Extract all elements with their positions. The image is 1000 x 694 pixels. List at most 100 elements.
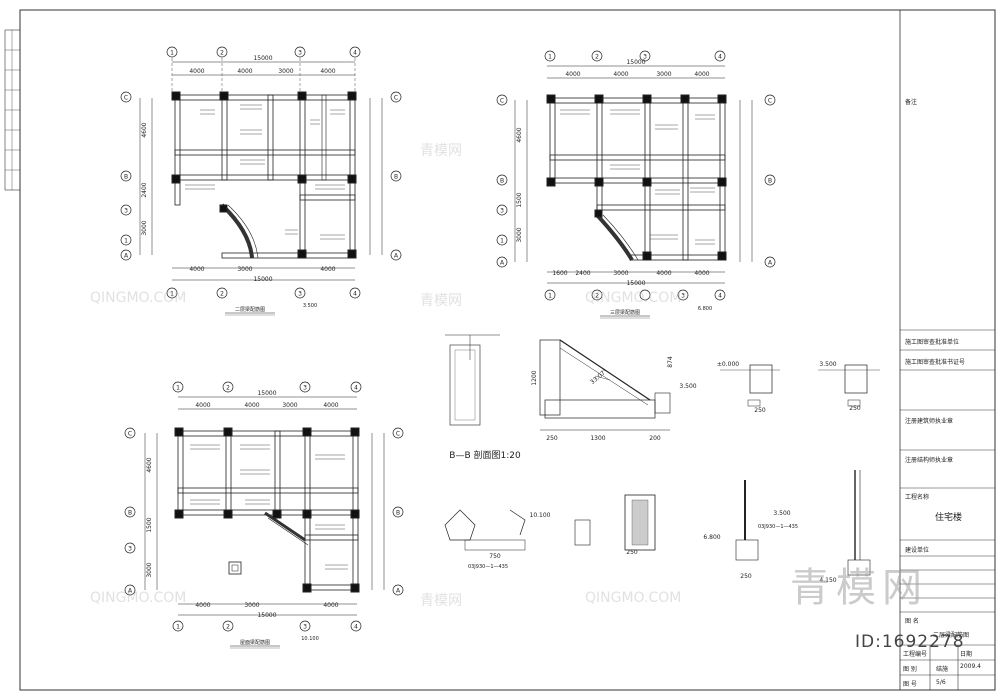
- plan-3-dim-bot-c: 3000: [613, 270, 628, 277]
- section-bb-labels: B—B 剖面图1:20 250 1300 200 1200 874 3.500 …: [449, 356, 696, 461]
- plan-2-scale: 3.500: [303, 303, 317, 309]
- watermark-cn-3: 青模网: [420, 143, 462, 159]
- watermark-id: ID:1692278: [855, 632, 965, 652]
- plan-2-dim-left-a: 4600: [141, 122, 148, 137]
- title-block-lines: [900, 329, 995, 690]
- project-name-label: 工程名称: [905, 494, 930, 501]
- section-dim-1200: 1200: [531, 370, 538, 385]
- plan-2-grid-1l: 1: [124, 238, 128, 245]
- section-dim-250: 250: [546, 435, 558, 442]
- roof-dim-a: 4000: [195, 402, 210, 409]
- project-name: 住宅楼: [935, 513, 963, 523]
- roof-scale: 10.100: [301, 636, 319, 642]
- plan-2-dim-bot-total: 15000: [253, 276, 272, 283]
- plan-3-drawing: [496, 50, 776, 319]
- detail-ref-1: 03J930—1—435: [758, 524, 798, 530]
- details-labels: ±0.000 3.500 10.100 6.800 3.500 4.150 25…: [468, 361, 861, 584]
- plan-3-labels: 1 2 3 4 1 2 3 4 C B 3 1 A C B A 15000 40…: [500, 54, 773, 317]
- client-label: 建设单位: [905, 547, 930, 554]
- plan-2-grid-c-r: C: [394, 95, 398, 102]
- plan-2-grid-b-r: B: [394, 174, 398, 181]
- detail-level-0: ±0.000: [717, 361, 739, 368]
- watermark-site-4: QINGMO.COM: [585, 590, 682, 606]
- architect-seal-label: 注册建筑师执业章: [905, 418, 954, 425]
- plan-2-dim-a: 4000: [189, 68, 204, 75]
- plan-3-dim-bot-e: 4000: [694, 270, 709, 277]
- roof-grid-b-r: B: [396, 510, 400, 517]
- roof-dim-bot-b: 3000: [244, 602, 259, 609]
- plan-3-dim-total: 15000: [626, 59, 645, 66]
- roof-grid-3l: 3: [128, 546, 132, 553]
- section-dim-874: 874: [667, 356, 674, 368]
- plan-2-drawing: [120, 46, 402, 316]
- roof-plan-drawing: [124, 381, 404, 649]
- plan-2-grid-4b: 4: [353, 291, 357, 298]
- plan-3-grid-1: 1: [548, 54, 552, 61]
- roof-dim-left-c: 3000: [146, 562, 153, 577]
- roof-grid-c: C: [128, 431, 132, 438]
- roof-grid-a-r: A: [396, 588, 401, 595]
- plan-2-dim-bot-b: 3000: [237, 266, 252, 273]
- watermark-big: 青模网: [790, 565, 928, 611]
- roof-grid-2b: 2: [226, 624, 230, 631]
- structure-seal-label: 注册结构师执业章: [905, 457, 954, 464]
- section-dim-200: 200: [649, 435, 661, 442]
- plan-3-grid-4b: 4: [718, 293, 722, 300]
- roof-grid-1: 1: [176, 385, 180, 392]
- plan-3-dim-a: 4000: [565, 71, 580, 78]
- plan-2-grid-3: 3: [298, 50, 302, 57]
- plan-3-grid-4: 4: [718, 54, 722, 61]
- watermark-cn-1: 青模网: [420, 293, 462, 309]
- roof-dim-bot-a: 4000: [195, 602, 210, 609]
- section-angle: 33.07°: [589, 368, 609, 386]
- plan-2-labels: 1 2 3 4 1 2 3 4 C B 3 1 A C B A 15000 40…: [124, 50, 399, 314]
- plan-3-dim-c: 3000: [656, 71, 671, 78]
- drawing-name: 二层梁配筋图: [933, 632, 970, 639]
- plan-3-grid-c-r: C: [768, 98, 772, 105]
- plan-3-dim-left-b: 1500: [516, 192, 523, 207]
- section-bb-drawing: [445, 334, 671, 431]
- detail-level-3: 6.800: [703, 534, 720, 541]
- plan-2-title: 二层梁配筋图: [235, 306, 265, 313]
- roof-grid-3: 3: [303, 385, 307, 392]
- plan-2-grid-3b: 3: [298, 291, 302, 298]
- detail-dim-3: 250: [626, 549, 638, 556]
- plan-3-grid-c: C: [500, 98, 504, 105]
- plan-2-dim-d: 4000: [320, 68, 335, 75]
- plan-3-grid-b-r: B: [768, 178, 772, 185]
- remark-label: 备注: [905, 99, 918, 106]
- roof-grid-c-r: C: [396, 431, 400, 438]
- plan-3-dim-bot-d: 4000: [656, 270, 671, 277]
- plan-3-grid-b: B: [500, 178, 504, 185]
- detail-level-2: 10.100: [530, 512, 551, 519]
- plan-2-dim-c: 3000: [278, 68, 293, 75]
- detail-dim-4: 250: [740, 573, 752, 580]
- section-dim-1300: 1300: [590, 435, 605, 442]
- section-title: B—B 剖面图1:20: [449, 449, 521, 461]
- plan-3-grid-3b: 3: [681, 293, 685, 300]
- roof-plan-labels: 1 2 3 4 1 2 3 4 C B 3 A C B A 15000 4000…: [128, 385, 401, 647]
- watermark-site-1: QINGMO.COM: [90, 290, 187, 306]
- plan-3-grid-2b: 2: [595, 293, 599, 300]
- plan-3-dim-left-c: 3000: [516, 227, 523, 242]
- watermark-site-3: QINGMO.COM: [90, 590, 187, 606]
- plan-2-dim-b: 4000: [237, 68, 252, 75]
- plan-3-grid-a-r: A: [768, 260, 773, 267]
- plan-2-dim-total: 15000: [253, 55, 272, 62]
- detail-level-5: 4.150: [819, 577, 836, 584]
- date-value: 2009.4: [960, 663, 981, 670]
- roof-dim-b: 4000: [244, 402, 259, 409]
- sheet-no-label: 图 号: [903, 681, 917, 688]
- plan-3-dim-bot-total: 15000: [626, 280, 645, 287]
- plan-3-title: 三层梁配筋图: [610, 309, 640, 316]
- plan-2-grid-a-r: A: [394, 253, 399, 260]
- roof-grid-b: B: [128, 510, 132, 517]
- sheet-type-label: 图 别: [903, 666, 917, 673]
- detail-dim-2: 250: [849, 405, 861, 412]
- watermark-cn-2: 青模网: [420, 593, 462, 609]
- roof-title: 屋面梁配筋图: [240, 639, 270, 646]
- roof-grid-1b: 1: [176, 624, 180, 631]
- review-cert-label: 施工图审查批准书证号: [905, 359, 966, 366]
- plan-3-grid-1l: 1: [500, 238, 504, 245]
- roof-grid-3b: 3: [303, 624, 307, 631]
